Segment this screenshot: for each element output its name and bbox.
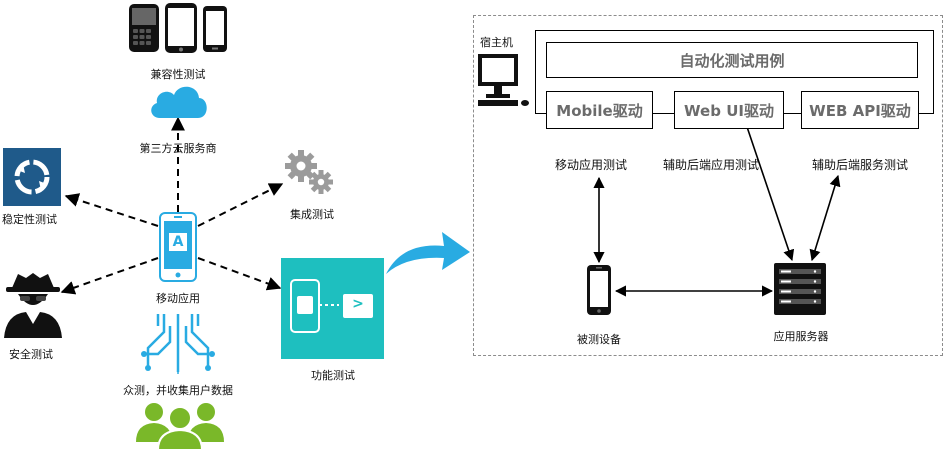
cloud-provider-label: 第三方云服务商	[139, 142, 217, 155]
host-label: 宿主机	[480, 36, 513, 49]
gears-icon	[285, 150, 333, 194]
func-arrow-glyph: >	[352, 296, 364, 312]
functional-test-label: 功能测试	[311, 369, 355, 382]
test-case-label: 自动化测试用例	[679, 51, 785, 70]
arrow-to-integration	[197, 183, 284, 227]
integration-test-label: 集成测试	[290, 208, 334, 221]
host-computer-icon	[478, 54, 529, 106]
arrow-webapi-server	[809, 174, 841, 262]
webapi-driver-label: WEB API驱动	[809, 101, 911, 120]
webui-driver-box: Web UI驱动	[674, 91, 784, 129]
security-test-label: 安全测试	[9, 348, 53, 361]
server-label: 应用服务器	[773, 330, 829, 343]
app-letter: A	[172, 234, 184, 250]
functional-test-icon	[281, 258, 384, 359]
cloud-icon	[151, 86, 207, 118]
mobile-app-icon	[159, 212, 197, 282]
device-label: 被测设备	[577, 333, 621, 346]
test-case-box: 自动化测试用例	[546, 42, 918, 78]
webapi-test-caption: 辅助后端服务测试	[812, 158, 909, 172]
crowd-chip-icon	[141, 314, 215, 374]
stability-icon	[3, 148, 61, 206]
stability-test-label: 稳定性测试	[2, 213, 57, 226]
webui-driver-label: Web UI驱动	[684, 101, 774, 120]
phones-icon	[129, 3, 227, 53]
people-icon	[136, 403, 224, 450]
crowd-test-label: 众测，并收集用户数据	[123, 384, 233, 397]
mobile-driver-box: Mobile驱动	[546, 91, 653, 129]
arrow-to-security	[60, 257, 159, 295]
spy-icon	[4, 273, 62, 338]
compat-test-label: 兼容性测试	[150, 68, 206, 81]
mobile-test-caption: 移动应用测试	[555, 158, 628, 172]
device-phone-icon	[587, 265, 611, 315]
flow-arrow-icon	[386, 232, 470, 274]
arrow-to-stability	[64, 193, 159, 227]
mobile-driver-label: Mobile驱动	[556, 101, 643, 120]
arrow-webui-server	[741, 116, 795, 262]
webui-test-caption: 辅助后端应用测试	[663, 158, 760, 172]
arrow-to-functional	[197, 257, 282, 291]
mobile-app-label: 移动应用	[156, 292, 200, 305]
webapi-driver-box: WEB API驱动	[801, 91, 919, 129]
server-icon	[774, 263, 826, 315]
host-container	[473, 15, 943, 356]
